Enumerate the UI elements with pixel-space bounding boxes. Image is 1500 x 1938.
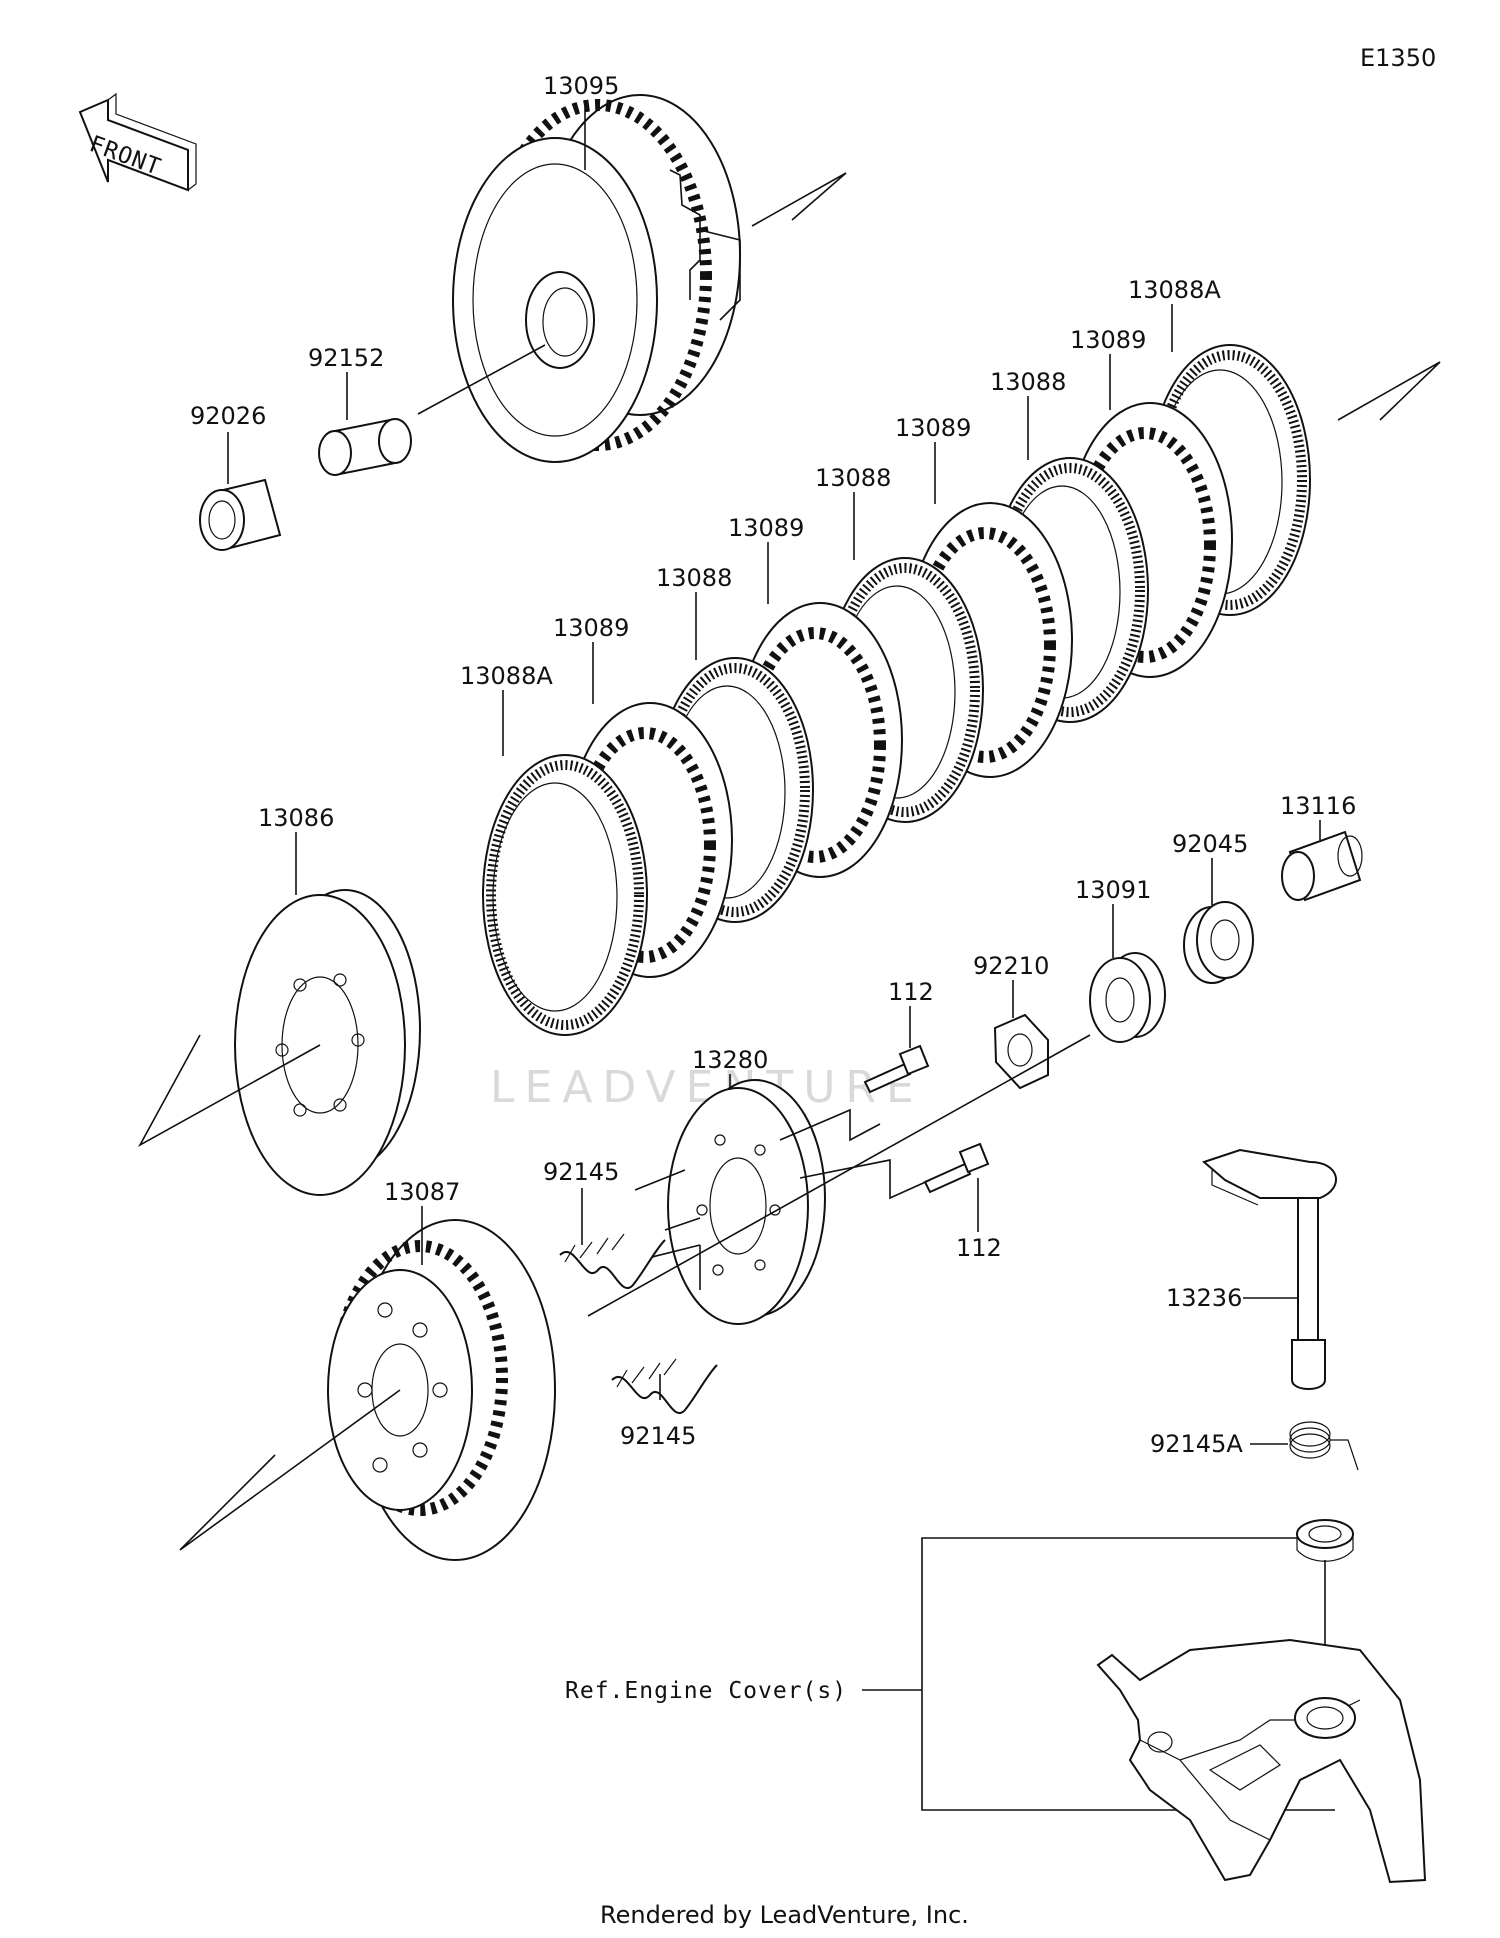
- label-13086: 13086: [258, 804, 334, 832]
- label-92145-bottom: 92145: [620, 1422, 696, 1450]
- label-92145-top: 92145: [543, 1158, 619, 1186]
- label-13280: 13280: [692, 1046, 768, 1074]
- label-13089-c: 13089: [728, 514, 804, 542]
- label-13088A-top: 13088A: [1128, 276, 1221, 304]
- front-arrow-icon: FRONT: [78, 92, 197, 192]
- label-13088-b: 13088: [815, 464, 891, 492]
- retainer-13091: [1089, 952, 1166, 1043]
- pin-13116: [1281, 830, 1363, 902]
- label-92152: 92152: [308, 344, 384, 372]
- leader: [179, 1389, 401, 1551]
- label-13088-a: 13088: [990, 368, 1066, 396]
- leader: [587, 1034, 1091, 1317]
- spring-92145-bottom: [611, 1358, 718, 1414]
- clutch-hub-13087: [327, 1219, 556, 1561]
- diagram-code: E1350: [1360, 44, 1436, 72]
- label-92026: 92026: [190, 402, 266, 430]
- bolt-112-top: [863, 1044, 930, 1094]
- clutch-housing: [452, 94, 741, 463]
- leader: [1337, 361, 1441, 421]
- bearing-92045: [1183, 901, 1254, 984]
- leader: [751, 172, 847, 227]
- spring-92145-top: [559, 1233, 666, 1289]
- bushing-92152: [318, 418, 412, 476]
- bolt-112-bottom: [923, 1142, 990, 1194]
- label-112-bottom: 112: [956, 1234, 1002, 1262]
- leader: [417, 344, 546, 415]
- label-13087: 13087: [384, 1178, 460, 1206]
- pressure-plate-13086: [234, 889, 421, 1196]
- label-92210: 92210: [973, 952, 1049, 980]
- label-13236: 13236: [1166, 1284, 1242, 1312]
- collar-92026: [199, 478, 282, 551]
- label-13116: 13116: [1280, 792, 1356, 820]
- oil-seal: [1296, 1519, 1354, 1562]
- label-92045: 92045: [1172, 830, 1248, 858]
- plate-13280: [667, 1079, 826, 1325]
- release-shaft-13236: [1202, 1148, 1337, 1390]
- label-13088A-bottom: 13088A: [460, 662, 553, 690]
- friction-plate-13088A-bottom: [482, 754, 648, 1036]
- label-13089-a: 13089: [1070, 326, 1146, 354]
- ref-bracket: [921, 1537, 1335, 1811]
- leader: [619, 1169, 701, 1290]
- leader: [799, 1159, 931, 1200]
- label-13088-c: 13088: [656, 564, 732, 592]
- label-13089-d: 13089: [553, 614, 629, 642]
- nut-92210: [993, 1013, 1049, 1090]
- label-13089-b: 13089: [895, 414, 971, 442]
- leader: [137, 1034, 321, 1148]
- footer-credit: Rendered by LeadVenture, Inc.: [600, 1901, 969, 1929]
- ref-engine-cover-label: Ref.Engine Cover(s): [565, 1678, 847, 1704]
- label-13095: 13095: [543, 72, 619, 100]
- label-112-top: 112: [888, 978, 934, 1006]
- engine-cover: [1096, 1638, 1427, 1884]
- spring-92145A: [1289, 1421, 1359, 1471]
- leader: [779, 1108, 881, 1142]
- label-92145A: 92145A: [1150, 1430, 1243, 1458]
- label-13091: 13091: [1075, 876, 1151, 904]
